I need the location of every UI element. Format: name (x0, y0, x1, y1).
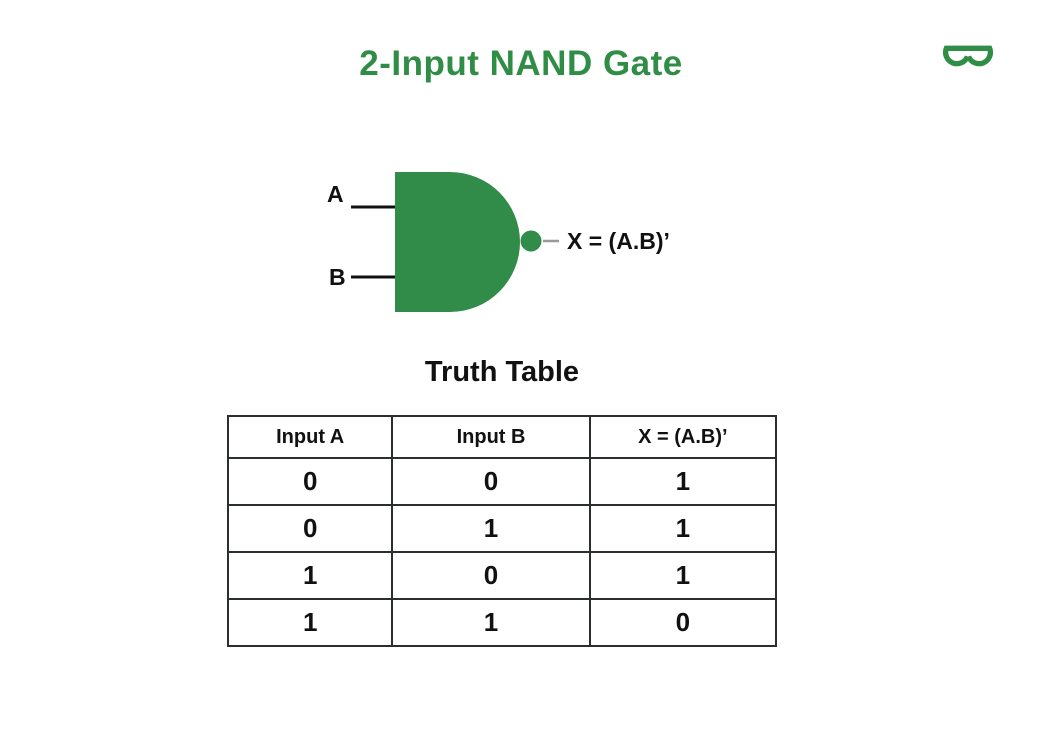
input-b-label: B (329, 264, 346, 290)
column-header-input-a: Input A (226, 415, 394, 459)
geeksforgeeks-logo-icon (934, 36, 1002, 80)
input-a-label: A (327, 181, 344, 207)
cell-output: 1 (588, 551, 778, 600)
truth-table: Input A Input B X = (A.B)’ 0 0 1 0 1 1 1… (226, 415, 778, 647)
cell-output: 0 (588, 598, 778, 647)
table-row: 1 0 1 (226, 551, 778, 600)
cell-input-a: 1 (226, 551, 394, 600)
truth-table-header-row: Input A Input B X = (A.B)’ (226, 415, 778, 459)
cell-output: 1 (588, 504, 778, 553)
cell-input-b: 0 (391, 551, 591, 600)
table-row: 0 0 1 (226, 457, 778, 506)
inversion-bubble (520, 230, 542, 252)
cell-input-b: 0 (391, 457, 591, 506)
column-header-input-b: Input B (391, 415, 591, 459)
cell-input-a: 1 (226, 598, 394, 647)
column-header-output: X = (A.B)’ (588, 415, 778, 459)
cell-input-b: 1 (391, 598, 591, 647)
table-row: 0 1 1 (226, 504, 778, 553)
page-title: 2-Input NAND Gate (359, 44, 683, 83)
table-row: 1 1 0 (226, 598, 778, 647)
cell-input-a: 0 (226, 457, 394, 506)
cell-input-a: 0 (226, 504, 394, 553)
cell-output: 1 (588, 457, 778, 506)
cell-input-b: 1 (391, 504, 591, 553)
nand-gate-body (395, 172, 520, 312)
truth-table-heading: Truth Table (424, 356, 580, 388)
output-label: X = (A.B)’ (567, 228, 670, 254)
nand-gate-diagram: A B X = (A.B)’ (327, 172, 670, 312)
